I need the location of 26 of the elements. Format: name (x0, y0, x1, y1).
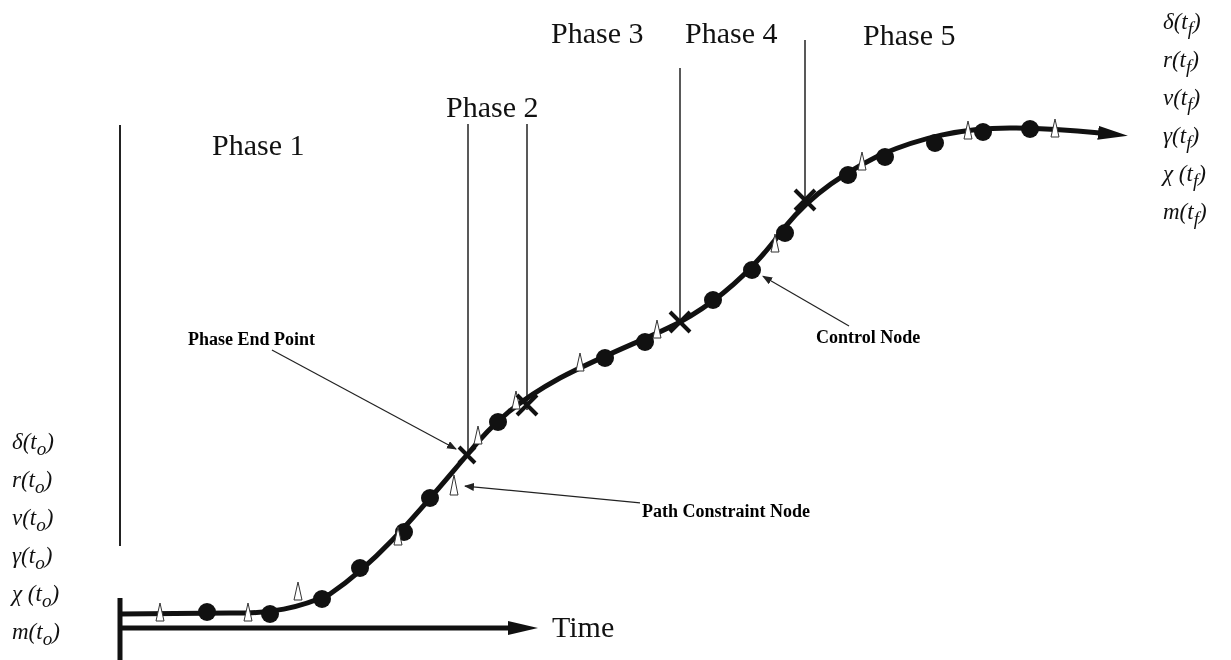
leader-line (762, 275, 850, 327)
state-variable-label: δ(t$_{o}$) (12, 430, 54, 458)
state-variable-label: r(t$_{f}$) (1163, 48, 1199, 76)
callout-label: Path Constraint Node (640, 500, 812, 522)
control-node-dot (741, 259, 763, 281)
leader-line (464, 482, 641, 504)
state-variable-label: m(t$_{f}$) (1163, 200, 1207, 228)
phase-label: Phase 3 (551, 18, 644, 48)
state-variable-label: χ (t$_{f}$) (1163, 162, 1206, 190)
leader-line (271, 349, 457, 450)
state-variable-label: γ(t$_{o}$) (12, 544, 53, 572)
state-variable-label: r(t$_{o}$) (12, 468, 53, 496)
state-variable-label: ν(t$_{o}$) (12, 506, 54, 534)
callout-label: Control Node (814, 326, 923, 348)
phase-label: Phase 1 (212, 130, 305, 160)
state-variable-label: χ (t$_{o}$) (12, 582, 60, 610)
phase-label: Phase 5 (863, 20, 956, 50)
state-variable-label: m(t$_{o}$) (12, 620, 60, 648)
cross-mark (456, 444, 478, 466)
phase-label: Phase 4 (685, 18, 778, 48)
callout-label: Phase End Point (186, 328, 318, 350)
phase-label: Phase 2 (446, 92, 539, 122)
state-variable-label: δ(t$_{f}$) (1163, 10, 1201, 38)
state-variable-label: ν(t$_{f}$) (1163, 86, 1201, 114)
state-variable-label: γ(t$_{f}$) (1163, 124, 1200, 152)
axis-label: Time (552, 612, 615, 642)
